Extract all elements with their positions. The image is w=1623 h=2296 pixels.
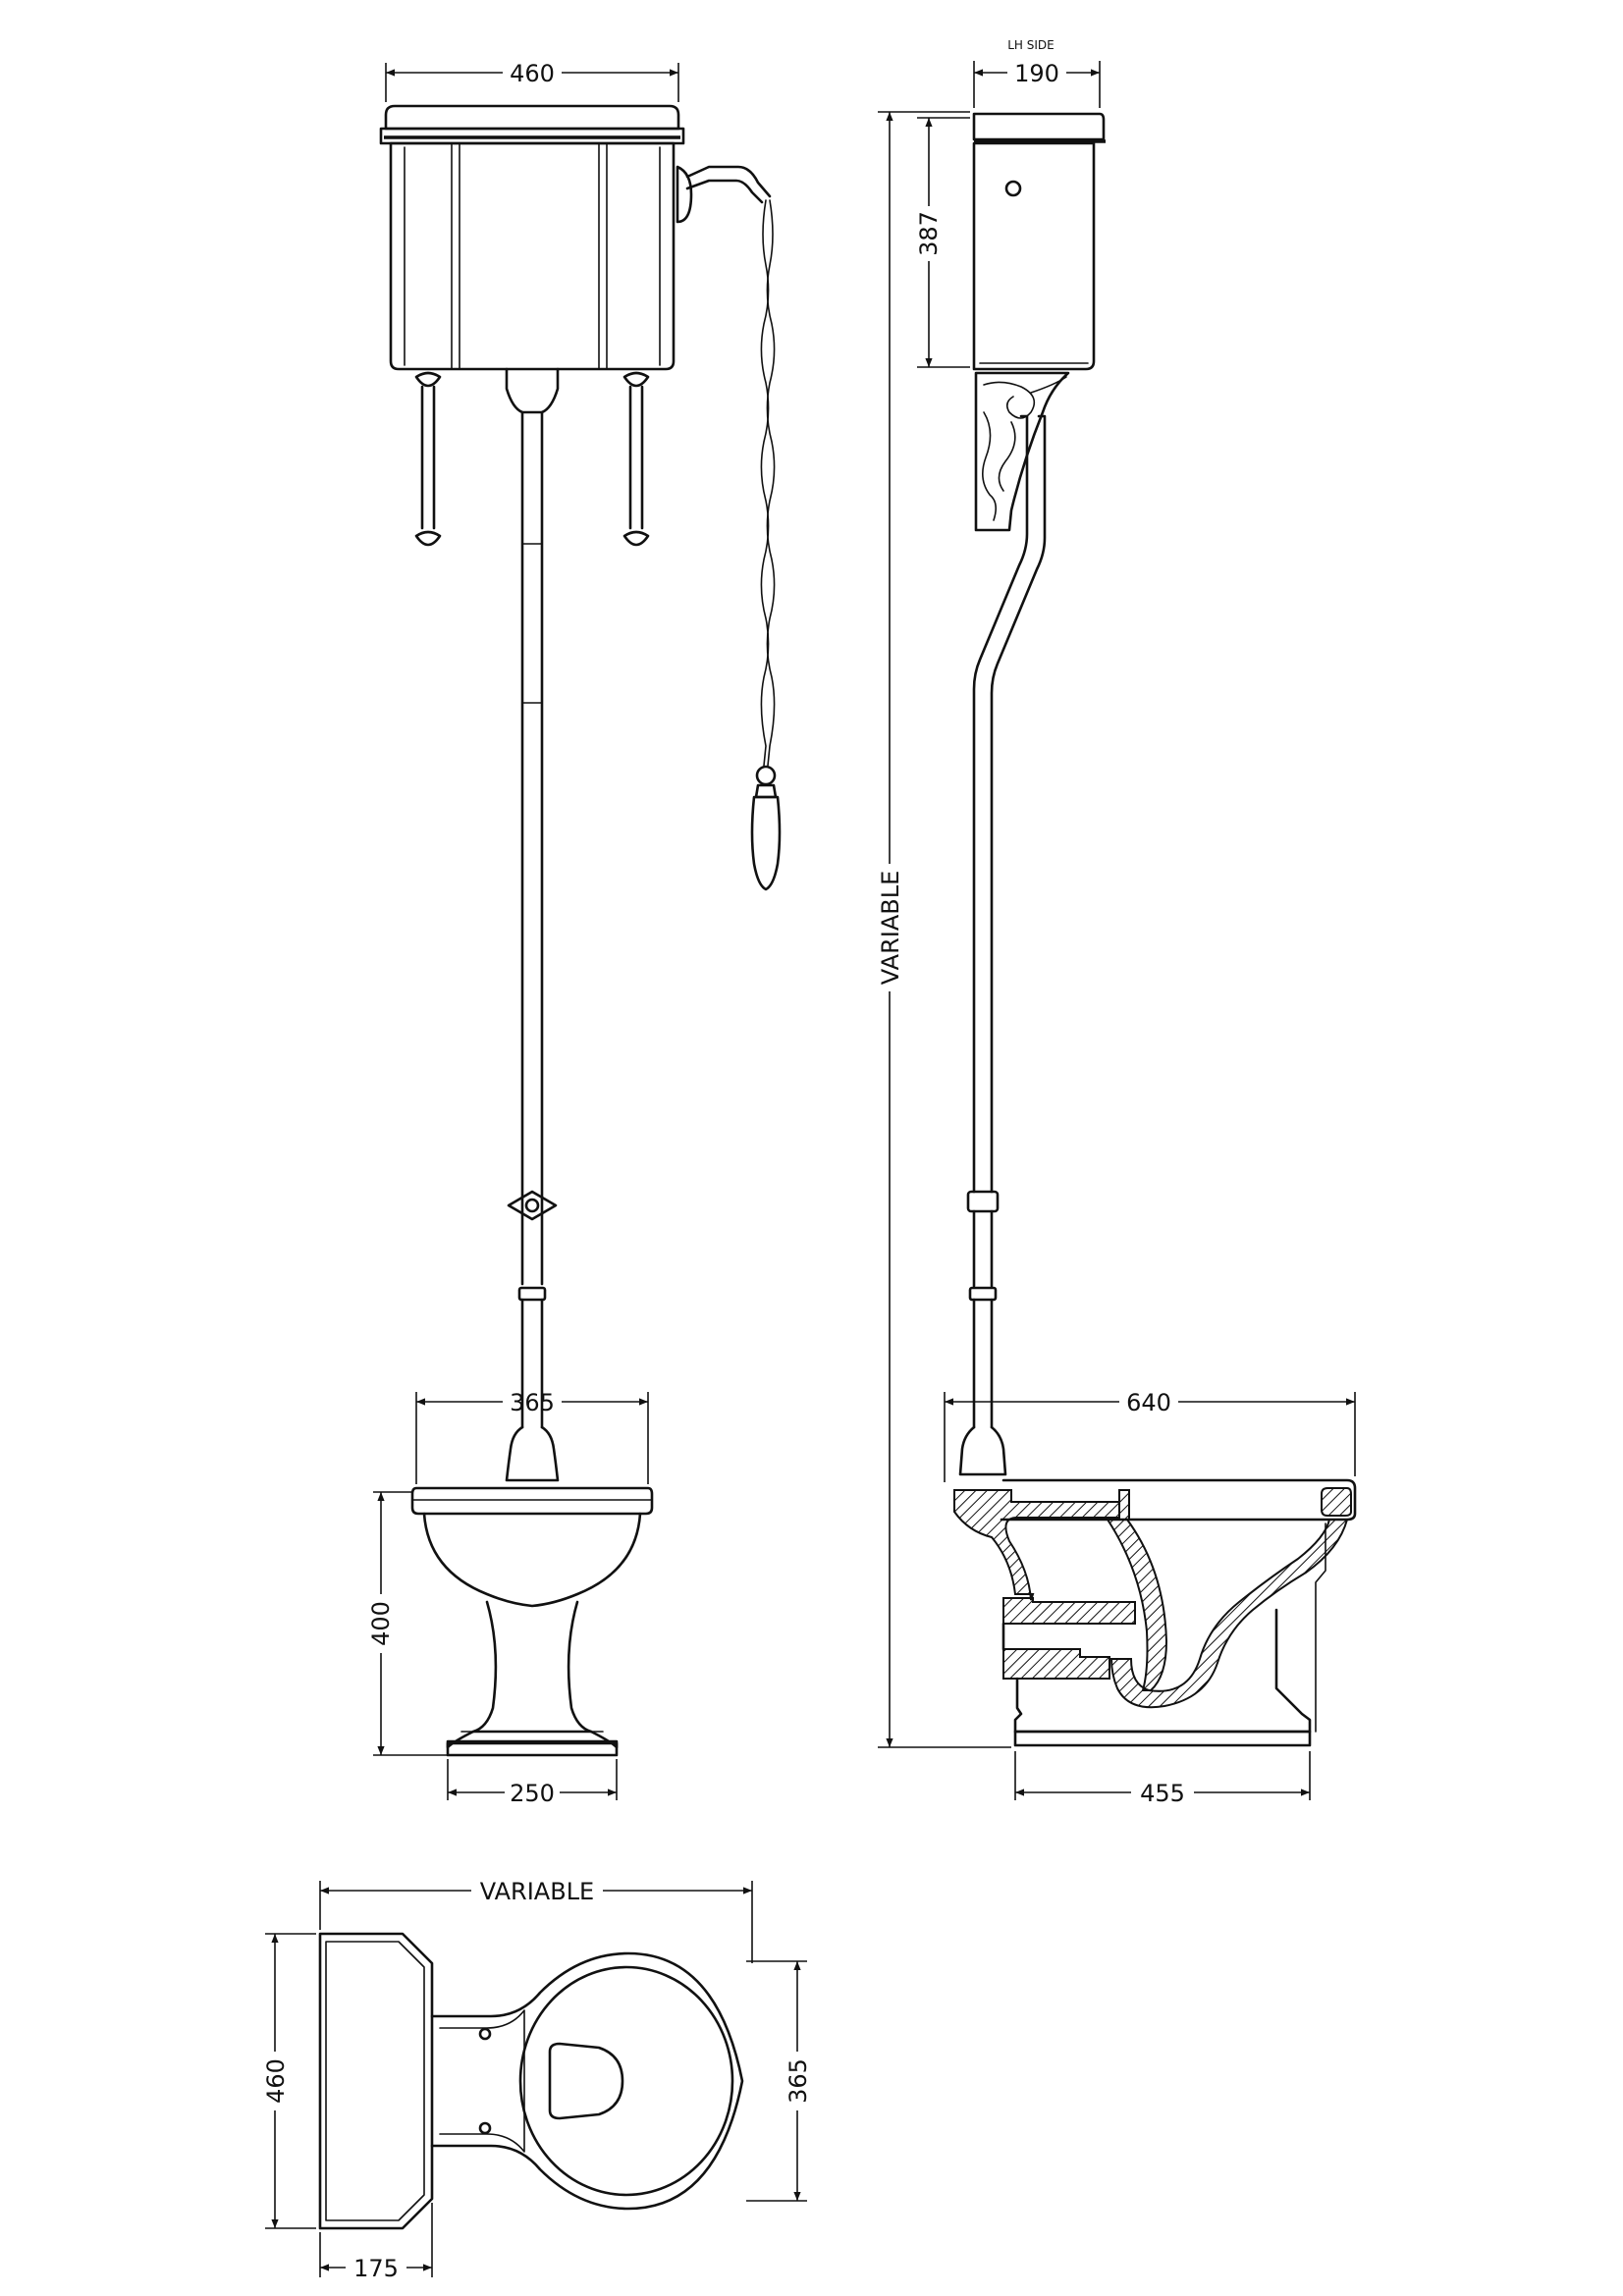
plan-dimensions: VARIABLE 460 365 175 <box>262 1878 812 2282</box>
front-dimensions: 460 365 400 250 <box>367 60 679 1807</box>
dim-bowl-width: 365 <box>510 1389 555 1416</box>
dim-lh-side-label: LH SIDE <box>1007 38 1055 52</box>
dim-front-width: 460 <box>510 60 555 87</box>
side-flush-pipe <box>958 414 1047 1476</box>
pull-chain <box>750 199 782 891</box>
dim-plan-bowl-width: 365 <box>784 2058 812 2104</box>
front-view: 460 365 400 250 <box>367 60 782 1807</box>
dim-plan-length: VARIABLE <box>480 1878 594 1905</box>
dim-pan-projection: 640 <box>1126 1389 1171 1416</box>
dim-cistern-depth: 190 <box>1014 60 1059 87</box>
flush-lever <box>676 165 772 224</box>
side-pan-section <box>953 1478 1357 1747</box>
dim-foot-depth: 455 <box>1140 1780 1185 1807</box>
front-brackets <box>414 371 650 547</box>
front-cistern <box>379 104 685 371</box>
dim-overall-height: VARIABLE <box>877 871 904 985</box>
side-bracket <box>974 371 1070 532</box>
front-flush-pipe <box>505 367 560 1482</box>
plan-cistern <box>318 1932 434 2230</box>
plan-pan <box>430 1951 744 2211</box>
dim-plan-cistern-depth: 175 <box>353 2255 399 2282</box>
side-view: LH SIDE 190 387 VARIABLE 640 455 <box>877 38 1357 1807</box>
plan-view: VARIABLE 460 365 175 <box>262 1878 812 2282</box>
dim-cistern-height: 387 <box>915 211 943 256</box>
dim-foot-width: 250 <box>510 1780 555 1807</box>
side-cistern <box>972 112 1106 371</box>
side-dimensions: LH SIDE 190 387 VARIABLE 640 455 <box>877 38 1356 1807</box>
dim-plan-cistern-width: 460 <box>262 2058 290 2104</box>
dim-pan-height: 400 <box>367 1601 395 1646</box>
front-pan <box>410 1486 654 1757</box>
